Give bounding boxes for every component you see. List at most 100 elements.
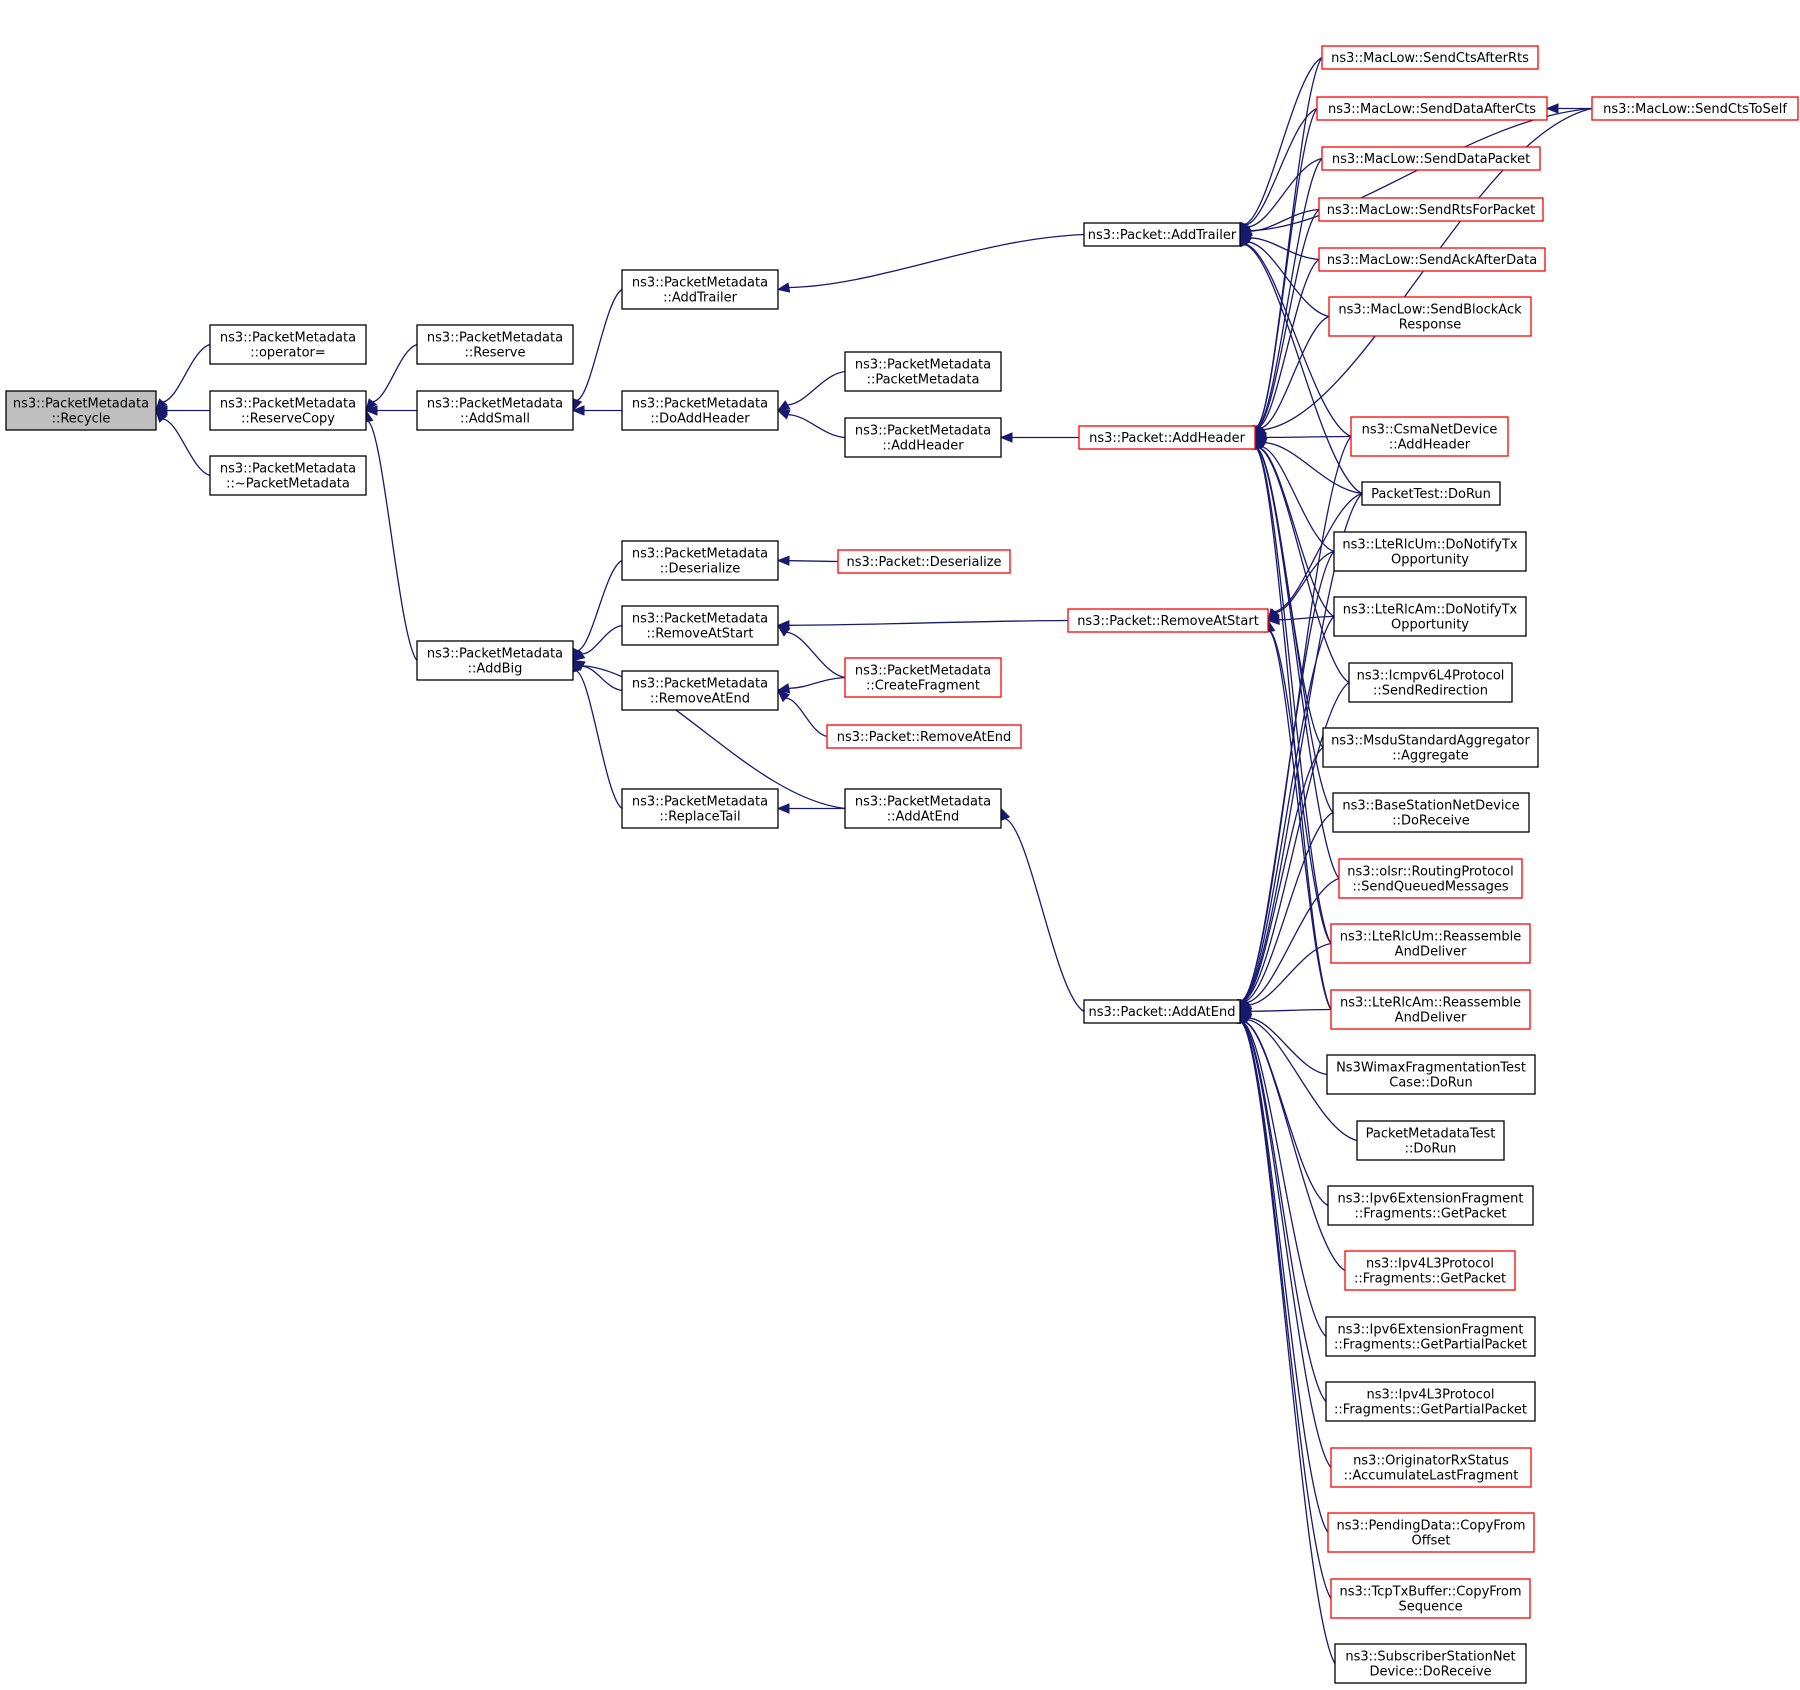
node-ml-senddatapacket[interactable]: ns3::MacLow::SendDataPacket bbox=[1321, 146, 1541, 171]
node-pmtest-dorun[interactable]: PacketMetadataTest::DoRun bbox=[1356, 1120, 1505, 1161]
node-ml-sendrtsforpacket[interactable]: ns3::MacLow::SendRtsForPacket bbox=[1318, 197, 1544, 222]
node-reserve[interactable]: ns3::PacketMetadata::Reserve bbox=[416, 324, 574, 365]
node-label: ::ReplaceTail bbox=[659, 810, 740, 825]
node-addbig[interactable]: ns3::PacketMetadata::AddBig bbox=[416, 640, 574, 681]
edge-lterlcum-reassemble-to-p-addheader bbox=[1251, 436, 1332, 944]
node-label: Ns3WimaxFragmentationTest bbox=[1336, 1061, 1526, 1076]
node-ipv6frag-getpacket[interactable]: ns3::Ipv6ExtensionFragment::Fragments::G… bbox=[1327, 1185, 1534, 1226]
node-box bbox=[844, 657, 1002, 698]
node-label: ns3::CsmaNetDevice bbox=[1362, 423, 1498, 438]
node-ml-sendctstoself[interactable]: ns3::MacLow::SendCtsToSelf bbox=[1591, 96, 1799, 121]
edge-line bbox=[1244, 811, 1334, 1003]
node-label: ns3::Packet::Deserialize bbox=[846, 555, 1001, 570]
node-pm-createfragment[interactable]: ns3::PacketMetadata::CreateFragment bbox=[844, 657, 1002, 698]
node-box bbox=[621, 540, 779, 581]
node-box bbox=[621, 670, 779, 711]
edge-line bbox=[788, 619, 1069, 626]
edge-pm-ctor-to-pm-doaddheader bbox=[776, 370, 846, 412]
edge-arrowhead bbox=[776, 409, 791, 420]
node-ipv4l3-getpartial[interactable]: ns3::Ipv4L3Protocol::Fragments::GetParti… bbox=[1325, 1381, 1536, 1422]
node-p-addatend[interactable]: ns3::Packet::AddAtEnd bbox=[1083, 999, 1241, 1024]
edge-line bbox=[581, 624, 623, 655]
node-ssnd-doreceive[interactable]: ns3::SubscriberStationNetDevice::DoRecei… bbox=[1334, 1643, 1527, 1684]
node-ipv6frag-getpartial[interactable]: ns3::Ipv6ExtensionFragment::Fragments::G… bbox=[1325, 1316, 1536, 1357]
node-pm-ctor[interactable]: ns3::PacketMetadata::PacketMetadata bbox=[844, 351, 1002, 392]
node-label: ns3::Ipv6ExtensionFragment bbox=[1337, 1323, 1523, 1338]
edge-reservecopy-to-recycle bbox=[154, 405, 210, 416]
node-box bbox=[416, 324, 574, 365]
node-recycle[interactable]: ns3::PacketMetadata::Recycle bbox=[5, 390, 157, 431]
node-pm-removeatstart[interactable]: ns3::PacketMetadata::RemoveAtStart bbox=[621, 605, 779, 646]
edge-ml-sendctsafterrts-to-p-addheader bbox=[1251, 57, 1323, 439]
node-box bbox=[1332, 792, 1530, 833]
node-label: PacketMetadataTest bbox=[1366, 1127, 1496, 1142]
edge-line bbox=[1247, 241, 1330, 318]
node-pm-addtrailer[interactable]: ns3::PacketMetadata::AddTrailer bbox=[621, 269, 779, 310]
node-pm-addatend[interactable]: ns3::PacketMetadata::AddAtEnd bbox=[844, 788, 1002, 829]
node-box bbox=[209, 390, 367, 431]
node-label: ns3::Packet::AddTrailer bbox=[1088, 228, 1237, 243]
edge-line bbox=[1242, 746, 1324, 1002]
node-dtor[interactable]: ns3::PacketMetadata::~PacketMetadata bbox=[209, 455, 367, 496]
node-bsnd-doreceive[interactable]: ns3::BaseStationNetDevice::DoReceive bbox=[1332, 792, 1530, 833]
edge-ml-sendrtsforpacket-to-p-addtrailer bbox=[1238, 208, 1320, 237]
node-ml-senddataaftercts[interactable]: ns3::MacLow::SendDataAfterCts bbox=[1316, 96, 1548, 121]
edge-line bbox=[1275, 550, 1335, 614]
edge-line bbox=[788, 560, 839, 563]
node-label: ::Fragments::GetPartialPacket bbox=[1334, 1338, 1527, 1353]
node-label: ns3::PacketMetadata bbox=[632, 612, 768, 627]
node-pm-replacetail[interactable]: ns3::PacketMetadata::ReplaceTail bbox=[621, 788, 779, 829]
node-label: ns3::Packet::RemoveAtEnd bbox=[837, 730, 1012, 745]
edge-line bbox=[1255, 447, 1332, 1010]
node-addsmall[interactable]: ns3::PacketMetadata::AddSmall bbox=[416, 390, 574, 431]
node-p-addtrailer[interactable]: ns3::Packet::AddTrailer bbox=[1083, 222, 1241, 247]
node-box bbox=[1330, 923, 1531, 964]
node-p-removeatend[interactable]: ns3::Packet::RemoveAtEnd bbox=[826, 724, 1022, 749]
node-p-addheader[interactable]: ns3::Packet::AddHeader bbox=[1078, 425, 1256, 450]
node-label: ns3::LteRlcUm::DoNotifyTx bbox=[1342, 538, 1517, 553]
edge-ml-senddatapacket-to-p-addtrailer bbox=[1239, 157, 1323, 236]
node-label: ns3::MsduStandardAggregator bbox=[1331, 734, 1530, 749]
node-p-removeatstart[interactable]: ns3::Packet::RemoveAtStart bbox=[1067, 608, 1269, 633]
node-pm-deserialize[interactable]: ns3::PacketMetadata::Deserialize bbox=[621, 540, 779, 581]
node-reservecopy[interactable]: ns3::PacketMetadata::ReserveCopy bbox=[209, 390, 367, 431]
edge-ipv4l3-getpacket-to-p-addatend bbox=[1239, 1010, 1346, 1272]
node-pm-removeatend[interactable]: ns3::PacketMetadata::RemoveAtEnd bbox=[621, 670, 779, 711]
node-icmpv6-sendredirection[interactable]: ns3::Icmpv6L4Protocol::SendRedirection bbox=[1348, 662, 1513, 703]
node-label: ::Aggregate bbox=[1392, 749, 1469, 764]
node-olsr-sendqueued[interactable]: ns3::olsr::RoutingProtocol::SendQueuedMe… bbox=[1338, 858, 1523, 899]
node-box bbox=[837, 549, 1011, 574]
node-operator-eq[interactable]: ns3::PacketMetadata::operator= bbox=[209, 324, 367, 365]
node-p-deserialize[interactable]: ns3::Packet::Deserialize bbox=[837, 549, 1011, 574]
node-ipv4l3-getpacket[interactable]: ns3::Ipv4L3Protocol::Fragments::GetPacke… bbox=[1344, 1250, 1516, 1291]
node-origrx-accumulate[interactable]: ns3::OriginatorRxStatus::AccumulateLastF… bbox=[1330, 1447, 1532, 1488]
edge-line bbox=[582, 665, 846, 810]
edge-line bbox=[1004, 818, 1085, 1013]
node-box bbox=[1330, 1447, 1532, 1488]
node-label: ns3::PacketMetadata bbox=[632, 547, 768, 562]
edge-line bbox=[577, 559, 623, 652]
node-box bbox=[1338, 858, 1523, 899]
node-pm-addheader[interactable]: ns3::PacketMetadata::AddHeader bbox=[844, 417, 1002, 458]
node-ml-sendackafterdata[interactable]: ns3::MacLow::SendAckAfterData bbox=[1318, 247, 1546, 272]
node-ml-sendctsafterrts[interactable]: ns3::MacLow::SendCtsAfterRts bbox=[1321, 45, 1539, 70]
node-label: ::AddAtEnd bbox=[887, 810, 959, 825]
node-csma-addheader[interactable]: ns3::CsmaNetDevice::AddHeader bbox=[1350, 416, 1509, 457]
node-label: ::operator= bbox=[250, 346, 326, 361]
node-label: ::AddHeader bbox=[882, 439, 964, 454]
edge-ml-sendctsafterrts-to-p-addtrailer bbox=[1239, 56, 1323, 236]
node-msdu-aggregate[interactable]: ns3::MsduStandardAggregator::Aggregate bbox=[1322, 727, 1539, 768]
node-packettest-dorun[interactable]: PacketTest::DoRun bbox=[1361, 481, 1501, 506]
edge-arrowhead bbox=[776, 803, 790, 814]
node-label: ns3::MacLow::SendCtsToSelf bbox=[1603, 102, 1787, 117]
node-pm-doaddheader[interactable]: ns3::PacketMetadata::DoAddHeader bbox=[621, 390, 779, 431]
node-label: AndDeliver bbox=[1395, 1011, 1467, 1026]
